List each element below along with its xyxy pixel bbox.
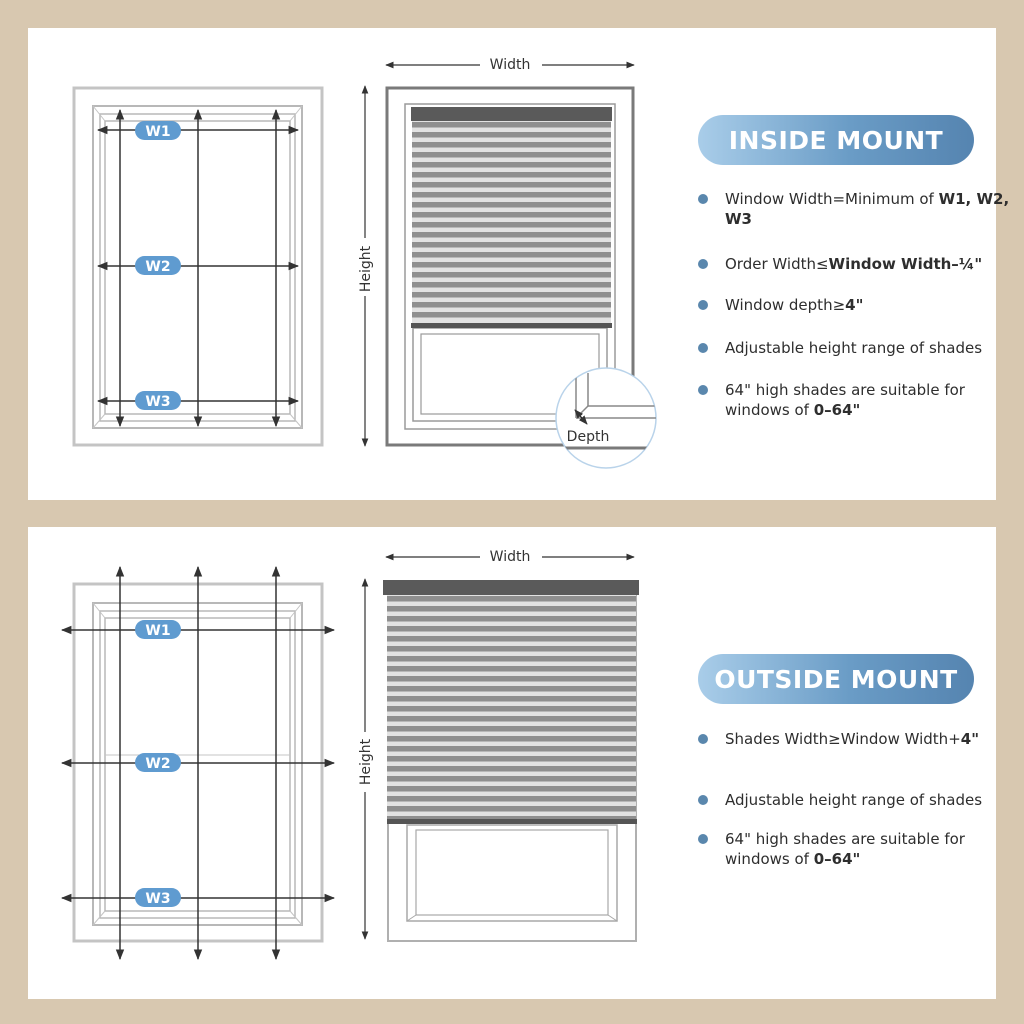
shade-pleat	[412, 172, 611, 178]
shade-pleat	[412, 222, 611, 228]
w2-badge: W2	[135, 256, 181, 275]
svg-text:W2: W2	[145, 259, 170, 275]
w3-badge: W3	[135, 888, 181, 907]
bullet-dot	[698, 834, 708, 844]
shade-pleat	[412, 282, 611, 288]
svg-text:W2: W2	[145, 756, 170, 772]
shade-pleat	[387, 646, 636, 652]
depth-magnifier: Depth	[555, 367, 657, 469]
shade-pleat	[387, 736, 636, 742]
shade-pleat	[412, 212, 611, 218]
shade-pleat	[412, 122, 611, 128]
shade-pleat	[412, 272, 611, 278]
shade-pleat	[387, 706, 636, 712]
bullet-dot	[698, 385, 708, 395]
inside-mount-title: INSIDE MOUNT	[698, 115, 974, 165]
outside-mount-diagram: W1 W2 W3 Width Height	[60, 549, 639, 961]
list-item: Window Width=Minimum of W1, W2, W3	[698, 189, 1015, 229]
shade-pleat	[412, 232, 611, 238]
shade-pleat	[387, 766, 636, 772]
height-dimension-outside: Height	[358, 578, 374, 940]
shade-pleat	[412, 132, 611, 138]
shade-pleat	[412, 312, 611, 318]
shade-pleat	[412, 192, 611, 198]
shade-pleat	[387, 776, 636, 782]
shade-pleat	[387, 796, 636, 802]
shade-pleat	[412, 292, 611, 298]
shade-pleat	[387, 676, 636, 682]
svg-text:Height: Height	[358, 738, 374, 785]
shade-pleat	[387, 696, 636, 702]
shade-pleat	[412, 302, 611, 308]
bullet-dot	[698, 795, 708, 805]
shade-pleat	[412, 182, 611, 188]
list-item: Window depth≥4"	[698, 295, 1015, 315]
svg-text:W1: W1	[145, 124, 170, 140]
shade-pleat	[387, 786, 636, 792]
shade-pleat	[412, 142, 611, 148]
shade-pleat	[412, 152, 611, 158]
shade-pleat	[387, 686, 636, 692]
height-dimension-inside: Height	[358, 85, 374, 447]
shade-pleat	[387, 616, 636, 622]
width-arrows-outside	[60, 625, 336, 903]
width-arrows-inside	[96, 125, 300, 406]
bullet-dot	[698, 734, 708, 744]
outside-mount-title: OUTSIDE MOUNT	[698, 654, 974, 704]
list-item: Adjustable height range of shades	[698, 338, 1015, 358]
outside-mount-panel: W1 W2 W3 Width Height	[28, 527, 996, 999]
cellular-shade-outside	[383, 580, 639, 824]
inside-mount-panel: W1 W2 W3 Width Height	[28, 28, 1009, 500]
svg-text:W3: W3	[145, 394, 170, 410]
shade-pleat	[387, 746, 636, 752]
shade-pleat	[387, 626, 636, 632]
list-item: Adjustable height range of shades	[698, 790, 1015, 810]
bullet-dot	[698, 343, 708, 353]
shade-pleat	[387, 656, 636, 662]
w1-badge: W1	[135, 121, 181, 140]
svg-text:W3: W3	[145, 891, 170, 907]
shade-pleat	[387, 606, 636, 612]
list-item: 64" high shades are suitable for windows…	[698, 380, 1015, 420]
shade-pleat	[387, 816, 636, 822]
bullet-dot	[698, 300, 708, 310]
width-dimension-outside: Width	[385, 549, 635, 565]
shade-pleat	[387, 596, 636, 602]
shade-pleat	[412, 202, 611, 208]
bullet-dot	[698, 259, 708, 269]
svg-text:Width: Width	[490, 57, 531, 73]
shade-pleat	[387, 806, 636, 812]
list-item: Order Width≤Window Width–¼"	[698, 254, 1015, 274]
svg-text:Height: Height	[358, 245, 374, 292]
shade-pleat	[387, 716, 636, 722]
list-item: 64" high shades are suitable for windows…	[698, 829, 1015, 869]
svg-text:Width: Width	[490, 549, 531, 565]
width-dimension-inside: Width	[385, 57, 635, 73]
shade-pleat	[387, 726, 636, 732]
bullet-dot	[698, 194, 708, 204]
shade-pleat	[387, 756, 636, 762]
list-item: Shades Width≥Window Width+4"	[698, 729, 1015, 749]
w3-badge: W3	[135, 391, 181, 410]
w2-badge: W2	[135, 753, 181, 772]
shade-pleat	[412, 262, 611, 268]
shade-pleat	[387, 666, 636, 672]
svg-text:Depth: Depth	[567, 429, 610, 445]
cellular-shade-inside	[411, 107, 612, 328]
svg-text:W1: W1	[145, 623, 170, 639]
shade-pleat	[412, 162, 611, 168]
inside-mount-diagram: W1 W2 W3 Width Height	[72, 57, 657, 469]
w1-badge: W1	[135, 620, 181, 639]
shade-pleat	[412, 252, 611, 258]
shade-pleat	[412, 242, 611, 248]
shade-pleat	[387, 636, 636, 642]
